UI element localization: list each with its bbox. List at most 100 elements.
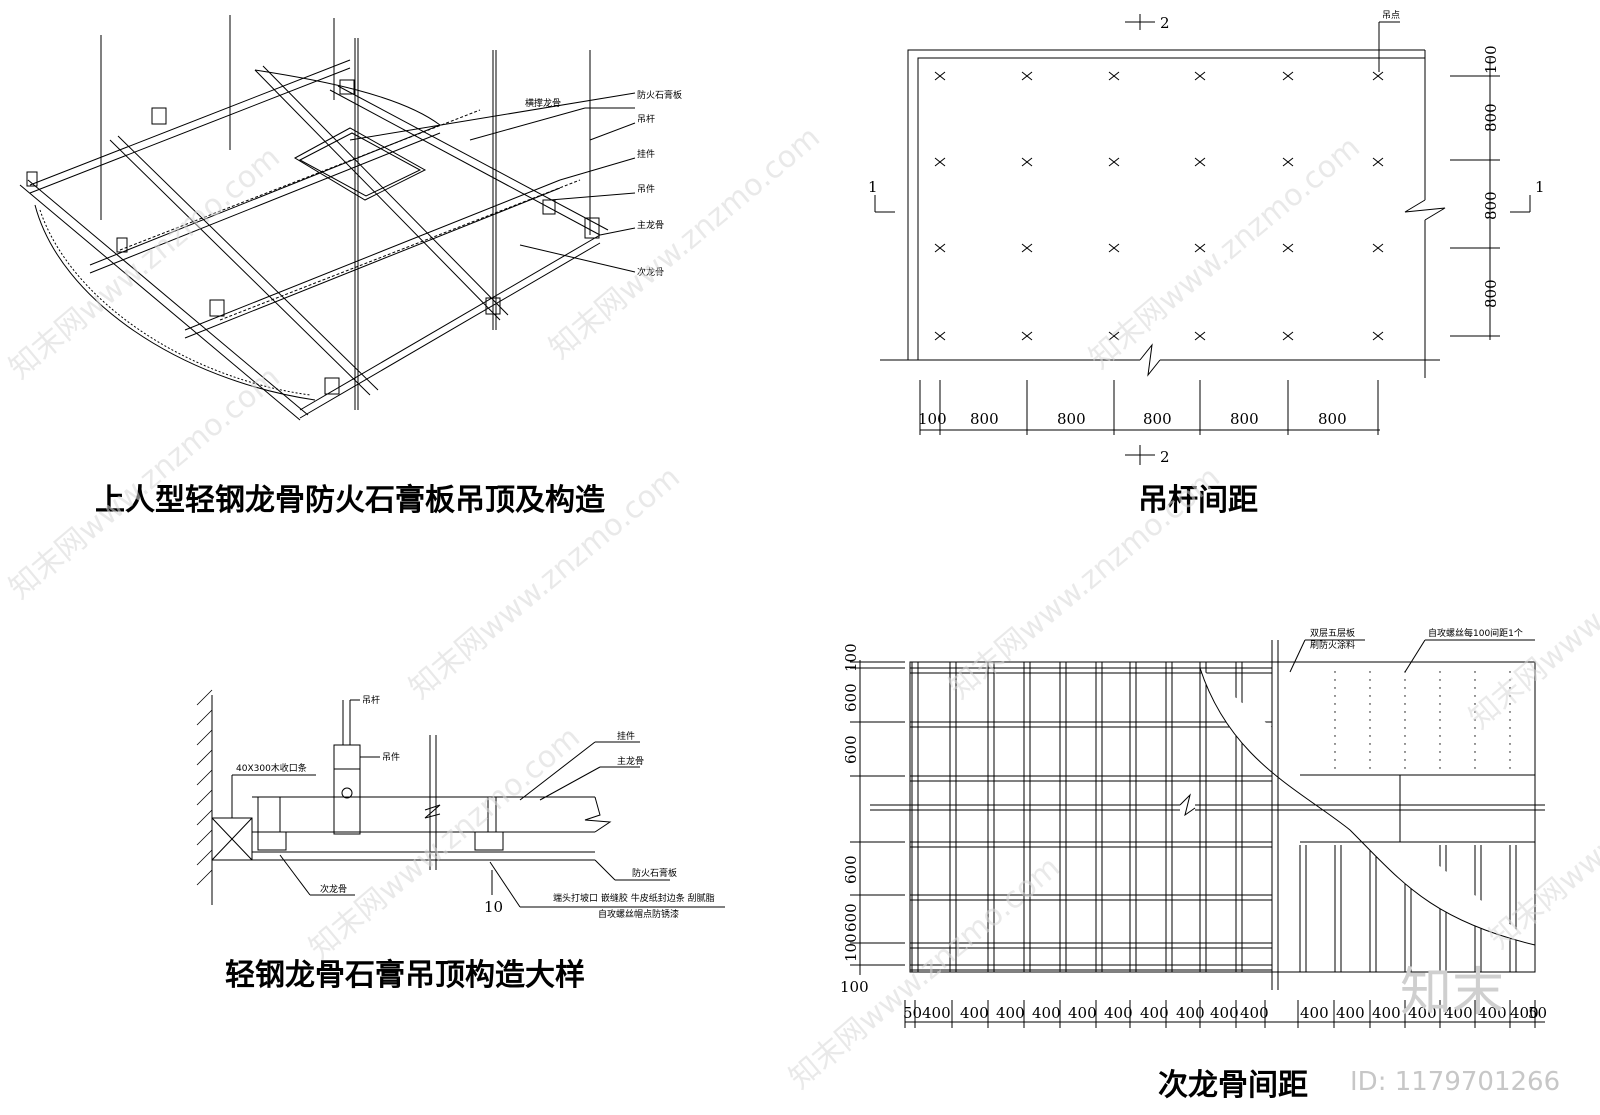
detail-note-2: 自攻螺丝帽点防锈漆	[598, 908, 679, 920]
right-dim-2: 800	[1482, 191, 1500, 220]
screw-dot	[1509, 711, 1511, 713]
section-1-right: 1	[1535, 178, 1545, 196]
screw-dot	[1404, 759, 1406, 761]
screw-dot	[1509, 687, 1511, 689]
bottom-dim-left: 400	[1104, 1004, 1133, 1022]
screw-dot	[1509, 735, 1511, 737]
label-board: 双层五层板	[1310, 627, 1355, 639]
bottom-dim-right: 400	[1300, 1004, 1329, 1022]
secondary-plan-labels: 双层五层板 刷防火涂料 自攻螺丝每100间距1个 100 600 600 600…	[840, 627, 1523, 996]
screw-dot	[1369, 711, 1371, 713]
iso-label-board: 防火石膏板	[637, 89, 682, 101]
hanger-point-mark	[1021, 331, 1033, 341]
iso-label-hanger: 吊件	[637, 183, 655, 195]
screw-dot	[1439, 711, 1441, 713]
detail-drawing	[196, 689, 725, 908]
screw-dot	[1509, 727, 1511, 729]
screw-dot	[1404, 703, 1406, 705]
bottom-dim-left: 400	[1210, 1004, 1239, 1022]
hanger-point-mark	[1372, 243, 1384, 253]
hanger-point-mark	[1021, 157, 1033, 167]
hanger-point-mark	[1194, 243, 1206, 253]
right-dim-3: 800	[1482, 279, 1500, 308]
screw-dot	[1474, 735, 1476, 737]
screw-dot	[1369, 743, 1371, 745]
screw-dot	[1334, 719, 1336, 721]
screw-dot	[1439, 743, 1441, 745]
watermark: 知末网www.znzmo.com	[303, 720, 587, 966]
detail-label-rod: 吊杆	[362, 694, 380, 706]
hanger-point-mark	[934, 243, 946, 253]
title-rod: 吊杆间距	[1138, 483, 1258, 518]
screw-dot	[1334, 687, 1336, 689]
left-dim-4: 600	[842, 855, 860, 884]
bottom-dim-left: 400	[922, 1004, 951, 1022]
screw-dot	[1369, 679, 1371, 681]
watermark: 知末网www.znzmo.com	[543, 120, 827, 366]
screw-dot	[1509, 751, 1511, 753]
screw-dot	[1439, 727, 1441, 729]
section-2-bottom: 2	[1160, 448, 1170, 466]
label-paint: 刷防火涂料	[1310, 639, 1355, 651]
bottom-dim-4: 800	[1230, 410, 1259, 428]
label-screw: 自攻螺丝每100间距1个	[1428, 627, 1523, 639]
screw-dot	[1439, 671, 1441, 673]
detail-label-board: 防火石膏板	[632, 867, 677, 879]
screw-dot	[1334, 671, 1336, 673]
screw-dot	[1509, 767, 1511, 769]
bottom-dim-left: 400	[1032, 1004, 1061, 1022]
screw-dot	[1439, 759, 1441, 761]
left-dim-5: 600	[842, 903, 860, 932]
screw-dot	[1439, 703, 1441, 705]
title-secondary: 次龙骨间距	[1158, 1068, 1308, 1103]
screw-dot	[1369, 695, 1371, 697]
bottom-dim-left: 50	[903, 1004, 922, 1022]
bottom-dim-right: 400	[1478, 1004, 1507, 1022]
watermark: 知末网www.znzmo.com	[1083, 130, 1367, 376]
bottom-dim-2: 800	[1057, 410, 1086, 428]
hanger-point-mark	[1108, 71, 1120, 81]
left-dim-bottom-100: 100	[840, 978, 869, 996]
rod-plan-drawing	[874, 14, 1531, 465]
hanger-point-mark	[1021, 71, 1033, 81]
hanger-point-mark	[1021, 243, 1033, 253]
hanger-point-mark	[1372, 331, 1384, 341]
title-iso: 上人型轻钢龙骨防火石膏板吊顶及构造	[95, 483, 605, 518]
watermark: 知末网www.znzmo.com	[3, 140, 287, 386]
hanger-point-mark	[1194, 331, 1206, 341]
hanger-point-mark	[1194, 71, 1206, 81]
screw-dot	[1369, 703, 1371, 705]
detail-label-secondary: 次龙骨	[320, 883, 347, 895]
right-dim-0: 100	[1482, 45, 1500, 74]
secondary-plan-dots	[1334, 671, 1511, 769]
screw-dot	[1404, 727, 1406, 729]
left-dim-1: 600	[842, 683, 860, 712]
screw-dot	[1474, 727, 1476, 729]
hanger-point-mark	[1282, 331, 1294, 341]
iso-ceiling-drawing	[19, 15, 636, 421]
screw-dot	[1404, 671, 1406, 673]
detail-label-clip: 挂件	[617, 730, 635, 742]
screw-dot	[1334, 695, 1336, 697]
iso-label-secondary: 次龙骨	[637, 266, 664, 278]
screw-dot	[1509, 671, 1511, 673]
screw-dot	[1439, 767, 1441, 769]
screw-dot	[1334, 679, 1336, 681]
bottom-dim-left: 400	[1176, 1004, 1205, 1022]
hanger-point-mark	[1108, 157, 1120, 167]
iso-label-rod: 吊杆	[637, 113, 655, 125]
screw-dot	[1404, 687, 1406, 689]
brand-logo: 知末	[1400, 963, 1504, 1023]
hanger-point-mark	[934, 71, 946, 81]
hanger-point-mark	[1372, 71, 1384, 81]
screw-dot	[1369, 671, 1371, 673]
screw-dot	[1474, 671, 1476, 673]
bottom-dim-right: 400	[1444, 1004, 1473, 1022]
bottom-dim-5: 800	[1318, 410, 1347, 428]
iso-label-crossbar: 横撑龙骨	[525, 97, 561, 109]
iso-label-clip: 挂件	[637, 148, 655, 160]
watermark-layer: 知末网www.znzmo.com 知末网www.znzmo.com 知末网www.z…	[3, 120, 1600, 1096]
watermark: 知末网www.znzmo.com	[1483, 710, 1600, 956]
hanger-point-mark	[1282, 157, 1294, 167]
screw-dot	[1439, 687, 1441, 689]
